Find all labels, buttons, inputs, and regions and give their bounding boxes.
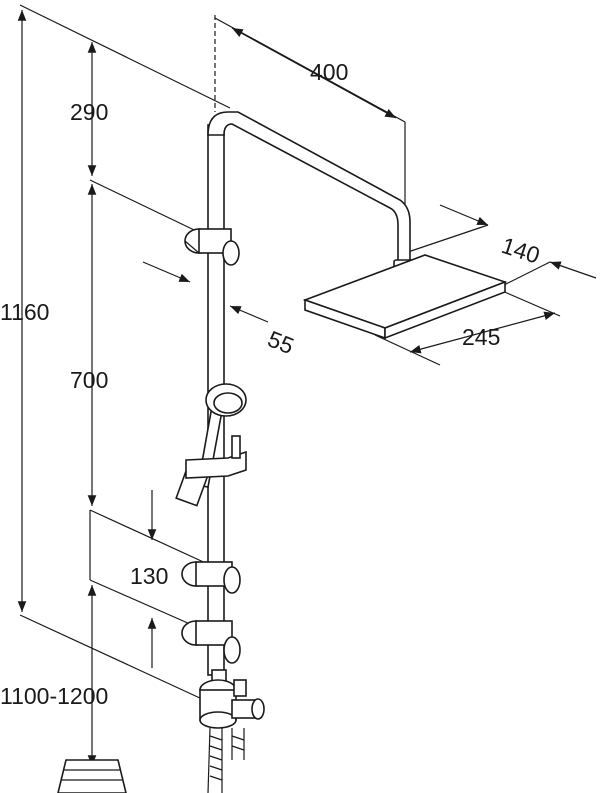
dim-head-depth: 140: [498, 232, 543, 269]
head-shower: [302, 254, 508, 340]
dim-arm-reach: 400: [310, 59, 348, 85]
dim-rail-offset: 55: [264, 326, 297, 360]
dim-holder-span: 700: [70, 367, 108, 393]
vertical-dimension-lines: [17, 9, 157, 766]
upper-holder: [184, 228, 240, 266]
slider-lower: [181, 620, 241, 664]
hand-shower: [175, 383, 247, 507]
dim-head-width: 245: [462, 324, 500, 350]
floor-step-icon: [57, 759, 127, 793]
diverter-valve: [199, 669, 265, 793]
slider-upper: [181, 561, 241, 594]
dim-mount-height: 1100-1200: [0, 683, 108, 709]
dim-slider-spacing: 130: [130, 563, 168, 589]
dim-total-height: 1160: [0, 299, 49, 325]
diagonal-dimension-lines: [142, 27, 597, 366]
dim-top-to-holder: 290: [70, 99, 108, 125]
